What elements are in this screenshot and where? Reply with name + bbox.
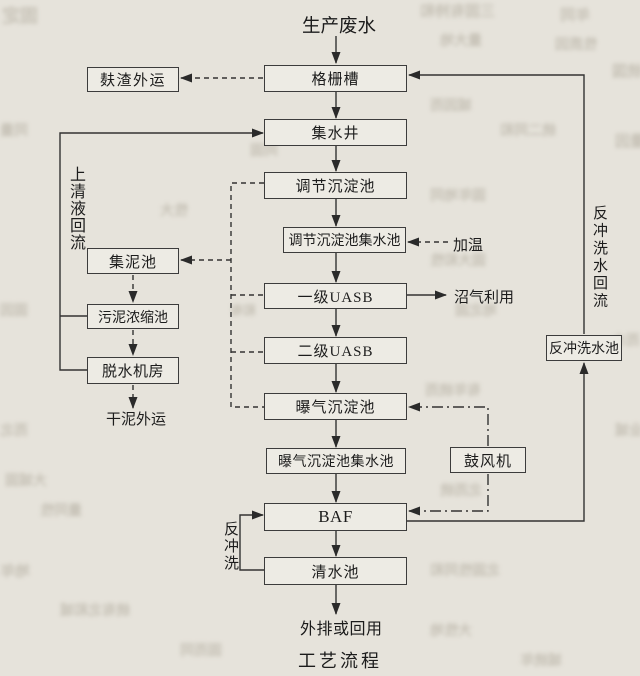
biogas-label: 沼气利用 — [454, 290, 515, 306]
node-regulating-sed-sump-label: 调节沉淀池集水池 — [288, 234, 401, 249]
node-clear-water-tank: 清水池 — [264, 557, 407, 585]
node-aeration-sed-tank-label: 曝气沉淀池 — [295, 400, 376, 416]
node-blower: 鼓风机 — [450, 447, 526, 473]
node-uasb-stage2-label: 二级UASB — [297, 344, 374, 360]
node-uasb-stage2: 二级UASB — [264, 337, 407, 364]
node-uasb-stage1: 一级UASB — [264, 283, 407, 309]
node-dewatering-room-label: 脱水机房 — [101, 364, 164, 380]
line-backwash-loop — [239, 510, 264, 571]
dashdot-blower-to-aersed — [408, 402, 489, 446]
node-collecting-well: 集水井 — [264, 119, 407, 146]
dashdot-blower-to-baf — [408, 474, 489, 516]
node-aeration-sed-sump-label: 曝气沉淀池集水池 — [278, 455, 394, 470]
node-regulating-sed-sump: 调节沉淀池集水池 — [283, 227, 406, 253]
node-aeration-sed-tank: 曝气沉淀池 — [264, 393, 407, 420]
backwash-label: 反冲洗 — [222, 521, 238, 572]
node-uasb-stage1-label: 一级UASB — [297, 289, 374, 306]
node-grid-channel-label: 格栅槽 — [311, 72, 360, 88]
node-dewatering-room: 脱水机房 — [87, 357, 179, 384]
diagram-caption: 工艺流程 — [298, 651, 382, 671]
node-grid-channel: 格栅槽 — [264, 65, 407, 92]
line-backwash-return — [408, 70, 585, 334]
node-backwash-tank: 反冲洗水池 — [546, 335, 622, 361]
node-baf-label: BAF — [318, 507, 353, 526]
node-sludge-thickener-label: 污泥浓缩池 — [98, 310, 168, 326]
node-sludge-collector: 集泥池 — [87, 248, 179, 274]
line-supernatant-return — [59, 133, 263, 371]
node-regulating-sed-tank-label: 调节沉淀池 — [295, 179, 376, 195]
node-regulating-sed-tank: 调节沉淀池 — [264, 172, 407, 199]
node-clear-water-tank-label: 清水池 — [311, 564, 360, 581]
heating-label: 加温 — [453, 238, 484, 254]
node-residue-out-label: 麸渣外运 — [99, 73, 166, 89]
node-sludge-collector-label: 集泥池 — [108, 254, 157, 271]
node-sludge-thickener: 污泥浓缩池 — [87, 304, 179, 329]
backwash-return-label: 反冲洗水回流 — [591, 205, 607, 310]
node-backwash-tank-label: 反冲洗水池 — [549, 342, 619, 357]
dashed-sludge-network — [230, 182, 264, 408]
node-aeration-sed-sump: 曝气沉淀池集水池 — [266, 448, 406, 474]
node-blower-label: 鼓风机 — [463, 453, 512, 470]
node-baf: BAF — [264, 503, 407, 531]
input-label: 生产废水 — [302, 17, 377, 37]
dry-sludge-out-label: 干泥外运 — [106, 412, 167, 428]
line-baf-to-backwash-tank — [407, 362, 589, 522]
node-collecting-well-label: 集水井 — [311, 126, 360, 142]
node-residue-out: 麸渣外运 — [87, 67, 179, 92]
output-label: 外排或回用 — [300, 621, 383, 638]
supernatant-return-label: 上清液回流 — [67, 166, 84, 251]
